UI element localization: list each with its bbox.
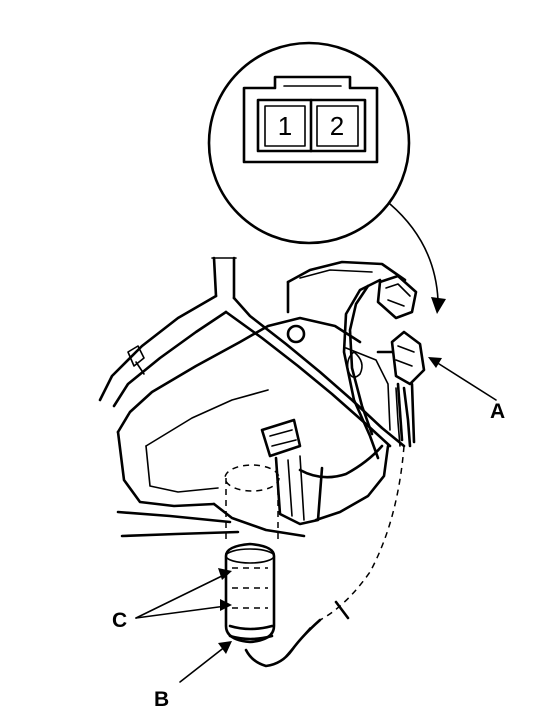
sensor-connector-a (376, 274, 426, 444)
inset-pointer-arrow (389, 203, 446, 314)
inset-circle (207, 41, 411, 245)
callout-a-label: A (490, 400, 505, 423)
callout-c-label: C (112, 609, 127, 632)
callout-b: B (154, 641, 232, 711)
callout-c: C (112, 568, 232, 632)
pin-1-label: 1 (278, 111, 292, 141)
connector-face (242, 75, 379, 164)
pin-2-label: 2 (330, 111, 344, 141)
callout-b-label: B (154, 688, 169, 711)
sensor-canister (224, 542, 276, 644)
wire-harness (244, 278, 412, 668)
duct-tubes (98, 256, 406, 448)
connector-face-inset: 1 2 (207, 41, 411, 245)
heater-housing (116, 260, 407, 540)
callout-a: A (428, 357, 505, 423)
mid-connector (260, 418, 324, 526)
